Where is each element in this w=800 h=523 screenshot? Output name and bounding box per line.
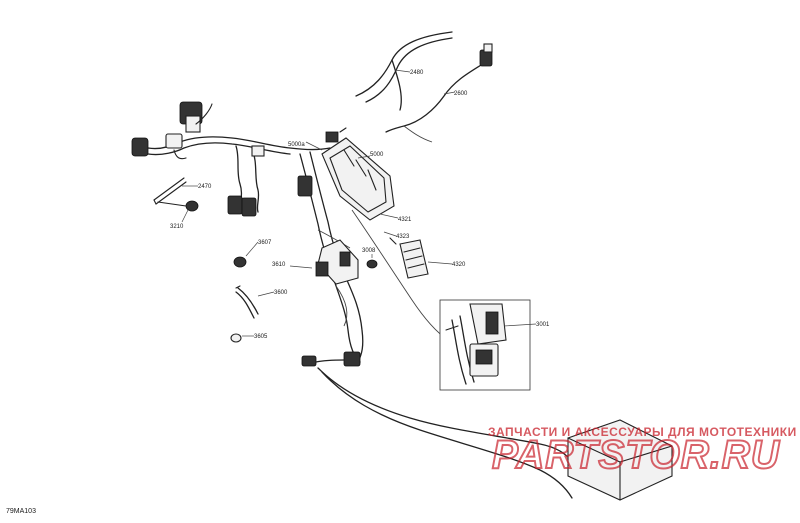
callout-3600: 3600: [274, 290, 288, 296]
callout-2600: 2600: [454, 91, 468, 97]
callout-3008: 3008: [362, 248, 376, 254]
connector-lower-left: [301, 351, 361, 367]
bracket-3610: [315, 239, 359, 285]
callout-5000: 5000: [370, 152, 384, 158]
relay-block-4320: [389, 237, 429, 279]
battery-box: [567, 419, 673, 501]
battery-cables: [317, 367, 573, 499]
detail-inset-3001: [439, 299, 531, 391]
callout-2470: 2470: [198, 184, 212, 190]
connector-pair-3200: [227, 195, 257, 217]
watermark-brand: PARTSTOR.RU: [492, 433, 780, 477]
figure-code: 79MA103: [6, 508, 36, 515]
leader-lines: [181, 69, 537, 337]
callout-5000a: 5000a: [288, 142, 305, 148]
watermark: ЗАПЧАСТИ И АКСЕССУАРЫ ДЛЯ МОТОТЕХНИКИ PA…: [488, 425, 797, 478]
callout-3210: 3210: [170, 224, 184, 230]
callout-4321: 4321: [398, 217, 412, 223]
callout-3607: 3607: [258, 240, 272, 246]
watermark-tagline: ЗАПЧАСТИ И АКСЕССУАРЫ ДЛЯ МОТОТЕХНИКИ: [488, 425, 797, 439]
connector-cluster-left: [131, 101, 213, 160]
cable-2480: [355, 31, 453, 111]
ground-strap-3600: [230, 256, 259, 343]
callout-4323: 4323: [396, 234, 410, 240]
callout-2480: 2480: [410, 70, 424, 76]
callout-3610: 3610: [272, 262, 286, 268]
clamp-2470: [153, 177, 199, 212]
ecm-module-5000: [321, 127, 395, 221]
nut-3008: [366, 259, 378, 269]
connector-midrun: [251, 145, 313, 197]
callout-labels: 2480 2600 5000a 5000 2470 3210 4321 4323…: [170, 70, 550, 340]
callout-4320: 4320: [452, 262, 466, 268]
callout-3605: 3605: [254, 334, 268, 340]
callout-3001: 3001: [536, 322, 550, 328]
cable-2600: [385, 43, 493, 143]
